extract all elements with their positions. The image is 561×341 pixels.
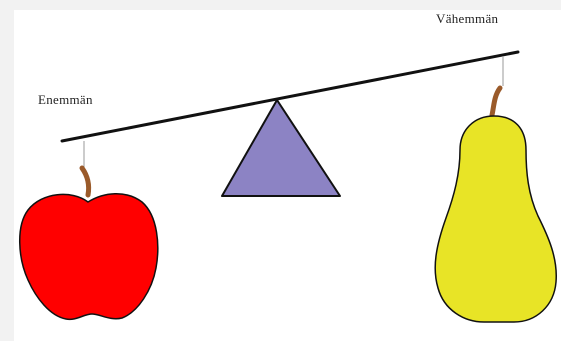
label-more: Enemmän: [38, 92, 93, 107]
pear-stem: [489, 85, 503, 118]
pear-body: [434, 115, 557, 323]
fulcrum-triangle: [221, 99, 341, 197]
balance-beam: [60, 50, 520, 143]
diagram-canvas: Enemmän Vähemmän: [14, 10, 561, 341]
balance-scale-illustration: [19, 50, 557, 323]
apple-stem: [79, 165, 92, 198]
apple-body: [19, 193, 159, 321]
pear: [434, 85, 557, 323]
label-less: Vähemmän: [436, 11, 499, 26]
apple: [19, 165, 159, 321]
